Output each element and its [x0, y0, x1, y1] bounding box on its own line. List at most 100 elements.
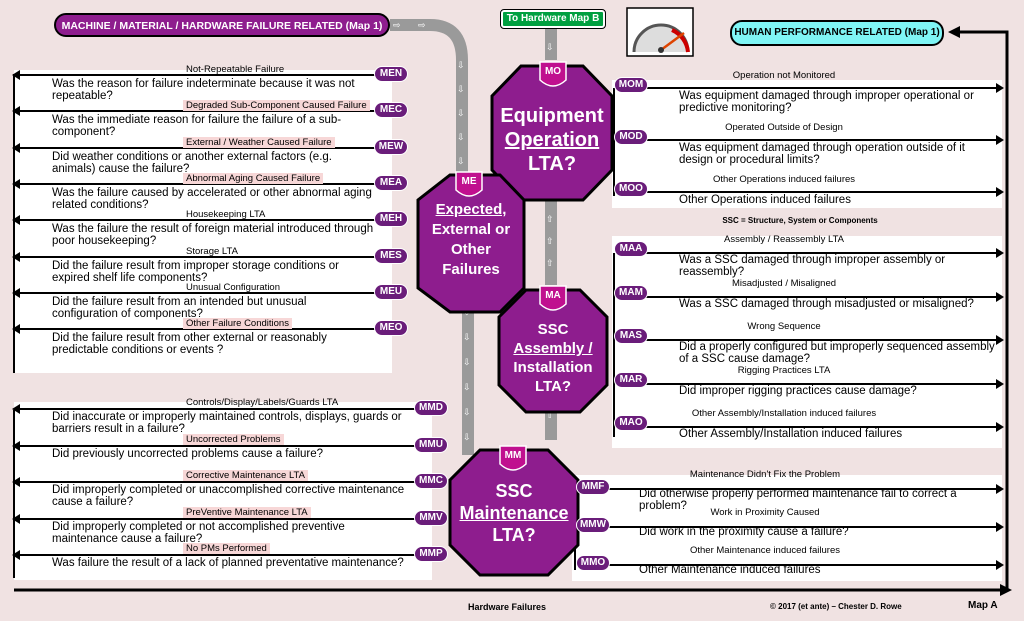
cause-title: Operated Outside of Design — [725, 122, 843, 133]
footer-left-label: Hardware Failures — [468, 602, 547, 612]
cause-title: Unusual Configuration — [186, 281, 281, 293]
me-line4: Failures — [442, 261, 500, 278]
right-ma-panel — [612, 236, 1002, 448]
to-hardware-map-b-link[interactable]: To Hardware Map B — [500, 9, 606, 29]
connector-line — [12, 477, 418, 487]
svg-text:⇧: ⇧ — [546, 258, 554, 268]
cause-question: Was the failure the result of foreign ma… — [52, 223, 374, 248]
cause-code-tag[interactable]: MAR — [614, 371, 648, 388]
cause-code-tag[interactable]: MOO — [614, 181, 648, 197]
connector-line — [12, 287, 376, 298]
cause-question: Other Operations induced failures — [679, 194, 851, 206]
cause-title: Other Assembly/Installation induced fail… — [691, 408, 877, 419]
svg-text:⇩: ⇩ — [463, 332, 471, 342]
cause-title: Maintenance Didn't Fix the Problem — [689, 469, 841, 480]
octagon-ma — [497, 288, 609, 414]
cause-code-tag[interactable]: MEO — [374, 320, 408, 337]
mm-line3: LTA? — [492, 525, 536, 545]
cause-code-tag[interactable]: MEW — [374, 138, 408, 155]
footer-map-label: Map A — [968, 600, 998, 611]
connector-line — [12, 440, 418, 451]
connector-line — [592, 522, 1004, 532]
cause-question: Did improper rigging practices cause dam… — [679, 384, 917, 397]
cause-title: Degraded Sub-Component Caused Failure — [183, 100, 370, 112]
cause-title: Wrong Sequence — [747, 321, 821, 332]
svg-text:⇧: ⇧ — [546, 236, 554, 246]
cause-code-tag[interactable]: MMO — [576, 555, 610, 571]
cause-code-tag[interactable]: MMF — [576, 479, 610, 495]
octagon-mo-code: MO — [544, 66, 562, 77]
me-line2: External or — [431, 221, 511, 238]
cause-code-tag[interactable]: MAO — [614, 415, 648, 431]
cause-title: Rigging Practices LTA — [737, 364, 831, 376]
svg-text:⇧: ⇧ — [546, 410, 554, 420]
hardware-map-title[interactable]: MACHINE / MATERIAL / HARDWARE FAILURE RE… — [54, 13, 390, 37]
connector-line — [632, 187, 1004, 197]
cause-question: Did weather conditions or another extern… — [52, 150, 332, 175]
cause-title: Operation not Monitored — [732, 70, 836, 81]
connector-line — [12, 215, 376, 226]
svg-text:⇩: ⇩ — [457, 132, 465, 142]
octagon-ma-label[interactable]: SSC Assembly / Installation LTA? — [501, 320, 605, 396]
ma-line2: Assembly / — [513, 340, 593, 357]
me-line3: Other — [450, 241, 491, 258]
cause-code-tag[interactable]: MMD — [414, 400, 448, 416]
svg-text:⇩: ⇩ — [457, 156, 465, 166]
cause-title: Misadjusted / Misaligned — [731, 277, 837, 289]
cause-question: Was a SSC damaged through improper assem… — [679, 254, 946, 278]
cause-title: Other Failure Conditions — [183, 318, 292, 330]
svg-text:⇩: ⇩ — [457, 108, 465, 118]
cause-question: Other Maintenance induced failures — [639, 564, 821, 576]
cause-code-tag[interactable]: MAS — [614, 328, 648, 344]
svg-text:⇩: ⇩ — [463, 357, 471, 367]
cause-title: Other Operations induced failures — [712, 174, 856, 185]
cause-code-tag[interactable]: MAM — [614, 284, 648, 301]
cause-code-tag[interactable]: MMU — [414, 436, 448, 453]
cause-title: Controls/Display/Labels/Guards LTA — [186, 397, 339, 408]
ma-line4: LTA? — [534, 378, 572, 395]
connector-line — [12, 142, 376, 153]
cause-code-tag[interactable]: MAA — [614, 241, 648, 257]
cause-title: Assembly / Reassembly LTA — [723, 234, 845, 245]
cause-question: Other Assembly/Installation induced fail… — [679, 428, 903, 440]
svg-text:⇩: ⇩ — [457, 84, 465, 94]
cause-code-tag[interactable]: MEC — [374, 102, 408, 119]
cause-code-tag[interactable]: MMW — [576, 517, 610, 533]
octagon-mm-code: MM — [504, 450, 522, 461]
cause-code-tag[interactable]: MMV — [414, 509, 448, 526]
cause-title: Uncorrected Problems — [183, 433, 284, 445]
octagon-mo-label[interactable]: Equipment Operation LTA? — [494, 104, 610, 176]
cause-question: Did previously uncorrected problems caus… — [52, 447, 324, 460]
cause-title: External / Weather Caused Failure — [183, 136, 335, 148]
octagon-me-code: ME — [461, 176, 477, 187]
octagon-me-label[interactable]: Expected, External or Other Failures — [420, 200, 522, 280]
cause-code-tag[interactable]: MMP — [414, 546, 448, 562]
cause-question: Was failure the result of a lack of plan… — [52, 557, 404, 569]
cause-code-tag[interactable]: MOD — [614, 129, 648, 145]
cause-code-tag[interactable]: MES — [374, 247, 408, 264]
octagon-mm-label[interactable]: SSC Maintenance LTA? — [452, 480, 576, 546]
cause-question: Did work in the proximity cause a failur… — [639, 526, 849, 538]
connector-line — [632, 378, 1004, 389]
octagon-ma-code: MA — [545, 290, 561, 301]
connector-line — [632, 135, 1004, 145]
right-mo-panel — [612, 80, 1002, 208]
cause-code-tag[interactable]: MEU — [374, 283, 408, 300]
cause-code-tag[interactable]: MMC — [414, 473, 448, 489]
human-performance-title[interactable]: HUMAN PERFORMANCE RELATED (Map 1) — [730, 20, 944, 46]
svg-text:⇩: ⇩ — [463, 382, 471, 392]
connector-line — [632, 422, 1004, 432]
cause-code-tag[interactable]: MEH — [374, 211, 408, 228]
cause-title: Storage LTA — [186, 245, 238, 257]
cause-question: Was a SSC damaged through misadjusted or… — [679, 297, 974, 310]
gauge-icon — [626, 7, 694, 57]
cause-code-tag[interactable]: MEN — [374, 66, 408, 82]
connector-line — [592, 560, 1004, 570]
svg-text:⇩: ⇩ — [457, 60, 465, 70]
connector-line — [12, 513, 418, 524]
cause-question: Did the failure result from other extern… — [52, 332, 327, 357]
svg-text:⇩: ⇩ — [463, 432, 471, 442]
cause-code-tag[interactable]: MEA — [374, 174, 408, 191]
cause-code-tag[interactable]: MOM — [614, 77, 648, 93]
